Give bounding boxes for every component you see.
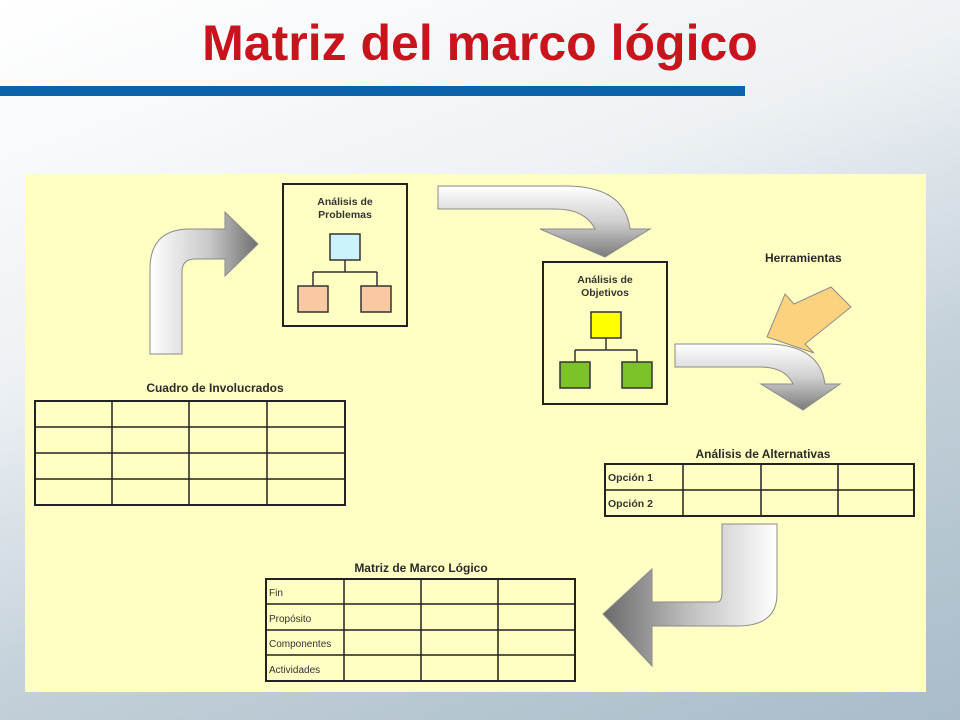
problems-title-1: Análisis de — [317, 196, 373, 208]
objectives-title-2: Objetivos — [581, 287, 629, 299]
title-underline — [0, 86, 745, 96]
objectives-child-node-1 — [559, 361, 591, 389]
objectives-title-1: Análisis de — [577, 274, 633, 286]
logframe-table: Matriz de Marco Lógico Fin Propósito Com… — [265, 561, 576, 682]
stakeholders-title: Cuadro de Involucrados — [146, 381, 284, 395]
flow-arrow-1 — [149, 210, 259, 355]
flow-arrow-3 — [674, 343, 842, 411]
diagram-panel: Herramientas Análisis de Problemas Análi… — [25, 174, 926, 692]
problems-top-node — [329, 233, 361, 261]
objectives-box: Análisis de Objetivos — [542, 261, 668, 405]
logframe-row-3: Componentes — [269, 639, 331, 650]
problems-child-node-1 — [297, 285, 329, 313]
diagram-svg: Herramientas Análisis de Problemas Análi… — [34, 183, 915, 682]
logframe-row-4: Actividades — [269, 665, 320, 676]
tools-label: Herramientas — [765, 251, 842, 265]
alternatives-table: Análisis de Alternativas Opción 1 Opción… — [604, 447, 915, 517]
slide-title: Matriz del marco lógico — [202, 15, 758, 71]
problems-box: Análisis de Problemas — [282, 183, 408, 327]
logframe-title: Matriz de Marco Lógico — [354, 561, 487, 575]
flow-arrow-2 — [437, 185, 652, 258]
objectives-top-node — [590, 311, 622, 339]
alternatives-title: Análisis de Alternativas — [696, 447, 831, 461]
logframe-row-1: Fin — [269, 588, 283, 599]
alternatives-row-2: Opción 2 — [608, 498, 653, 510]
objectives-child-node-2 — [621, 361, 653, 389]
logframe-row-2: Propósito — [269, 614, 312, 625]
alternatives-row-1: Opción 1 — [608, 472, 653, 484]
problems-child-node-2 — [360, 285, 392, 313]
flow-arrow-4 — [602, 523, 778, 668]
problems-title-2: Problemas — [318, 209, 372, 221]
stakeholders-table: Cuadro de Involucrados — [34, 381, 346, 506]
tools-arrow — [766, 286, 852, 354]
